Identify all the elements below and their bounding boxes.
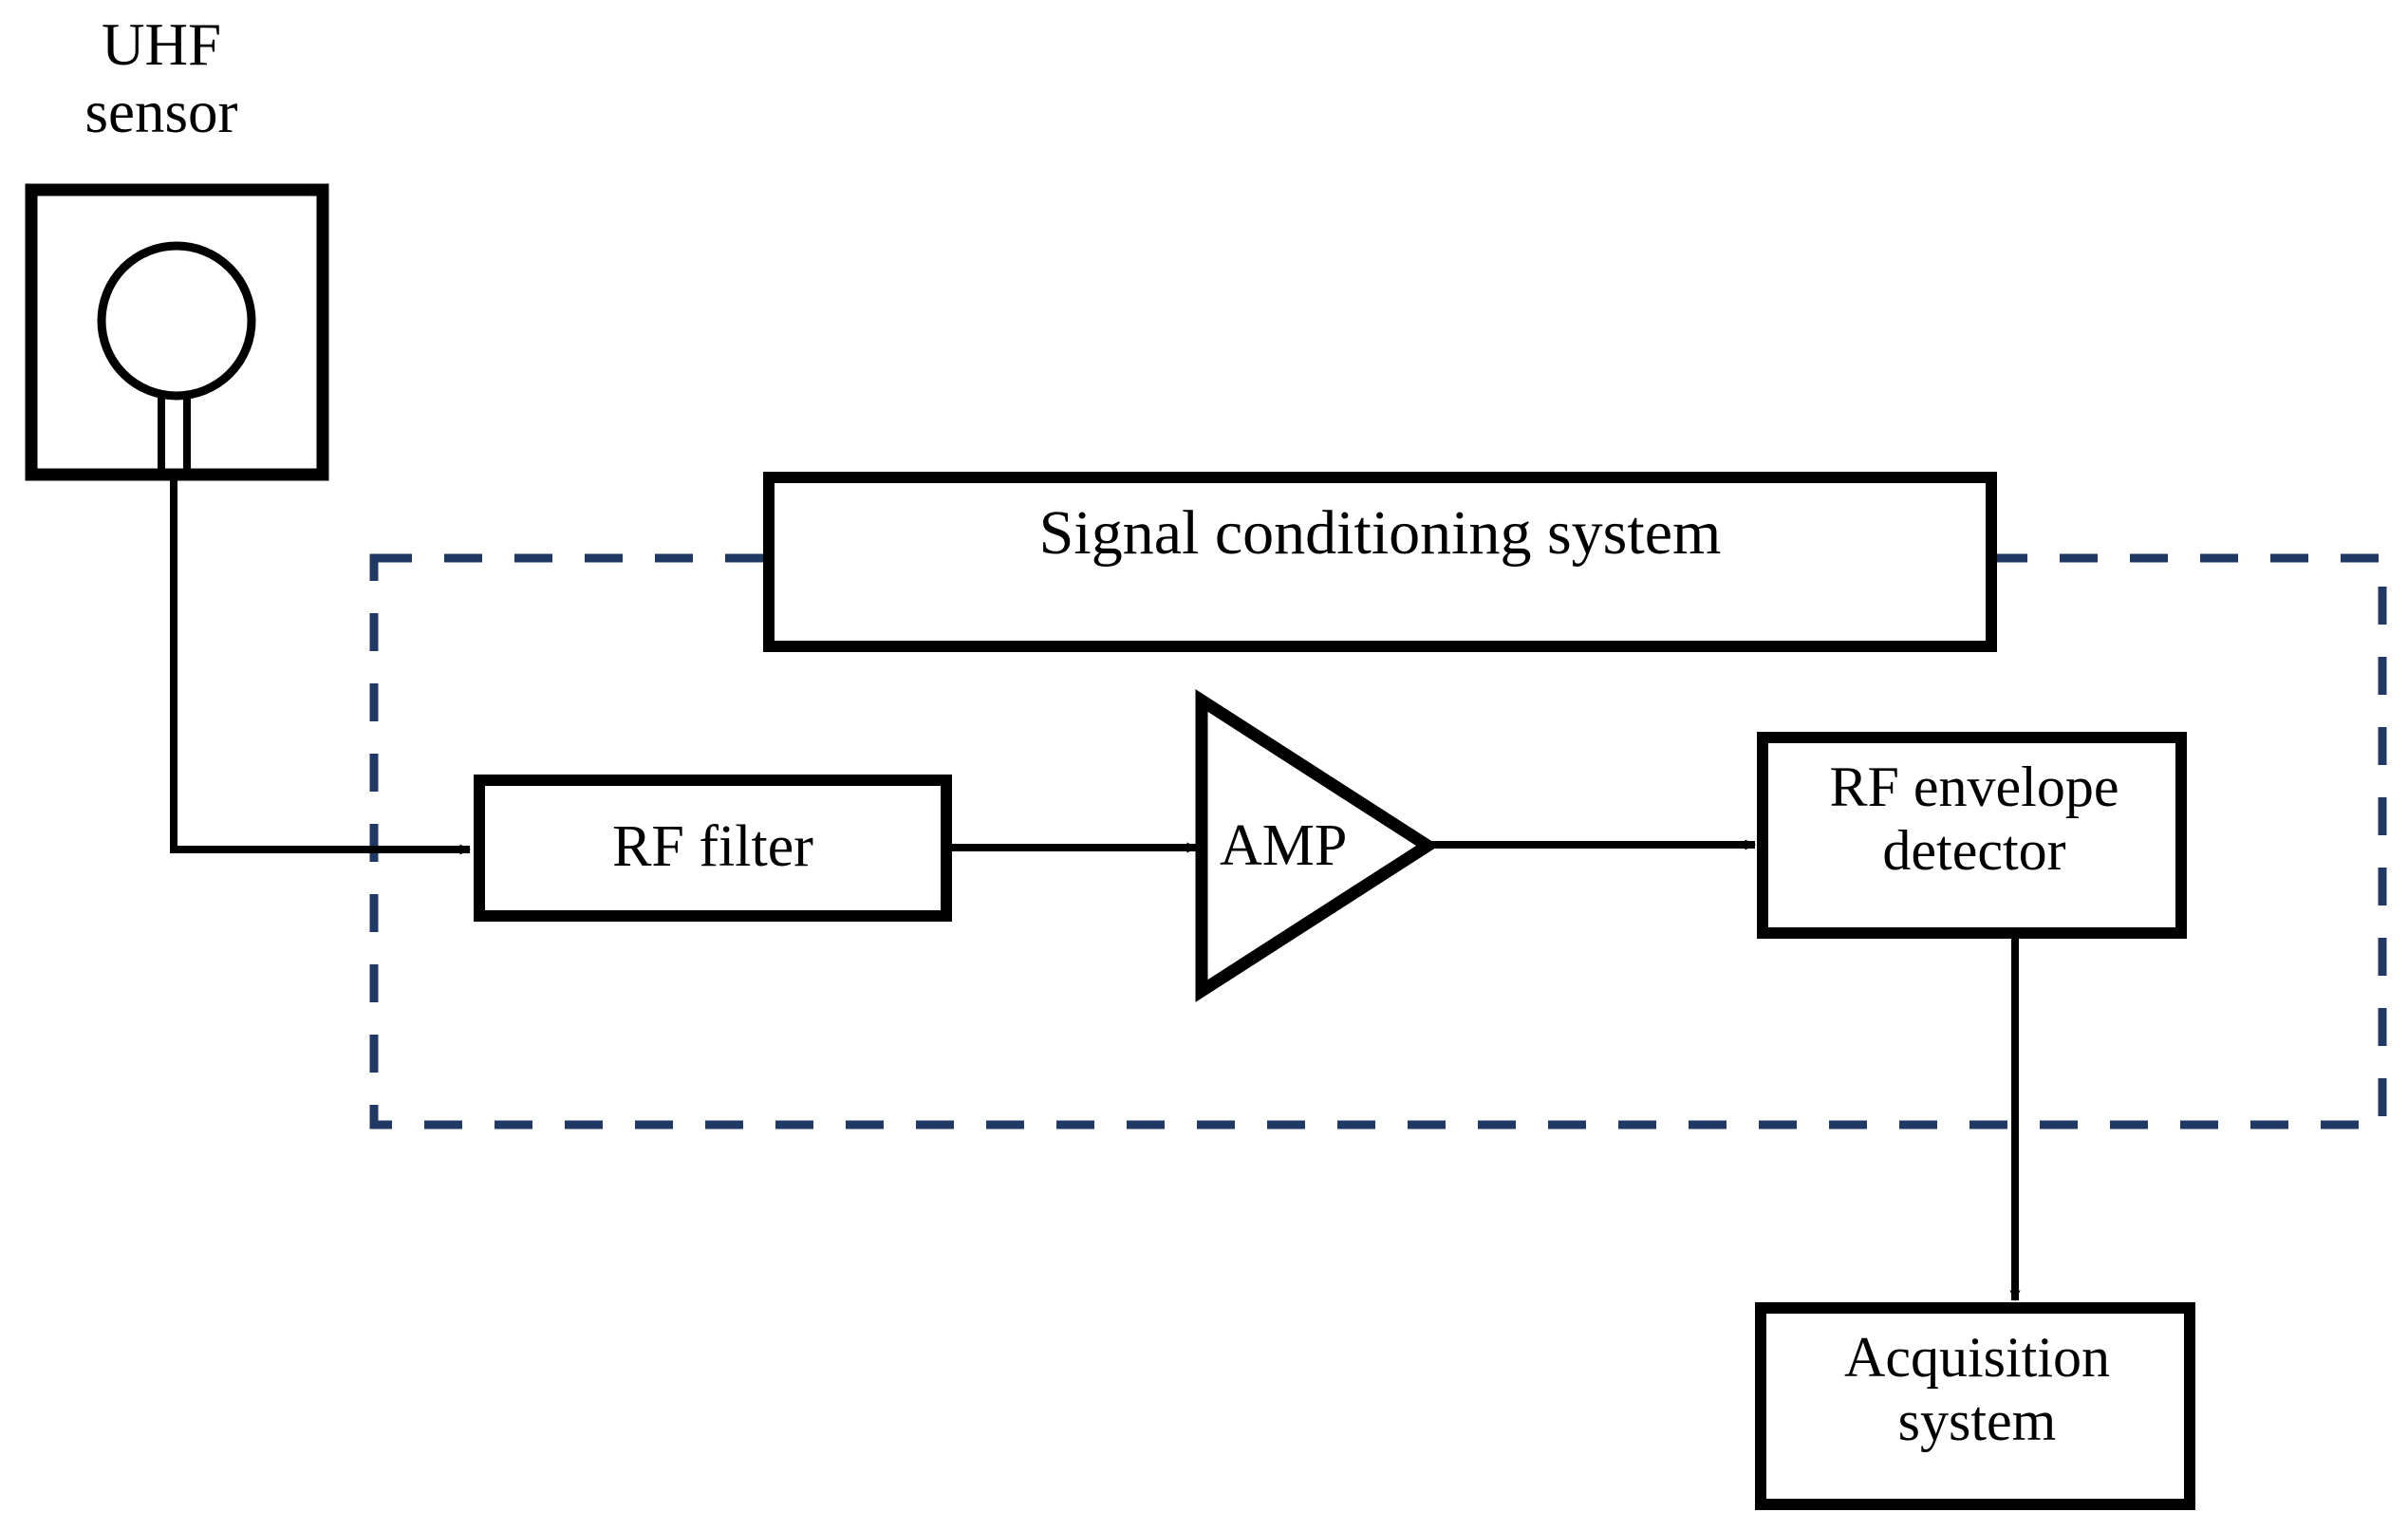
uhf-sensor-label: UHF sensor [84,11,238,145]
rf-envelope-detector-box[interactable] [1757,732,2187,939]
acquisition-system-box[interactable] [1755,1302,2195,1510]
edge-sensor-to-rf-filter [170,475,471,855]
signal-conditioning-label: Signal conditioning system [1038,498,1722,568]
signal-conditioning-box[interactable] [763,472,1997,652]
antenna-circle-icon [97,241,256,401]
amp-label: AMP [1220,813,1348,878]
rf-envelope-detector-label: RF envelope detector [1829,756,2119,883]
rf-filter-box[interactable] [474,775,952,922]
acquisition-system-label: Acquisition system [1844,1326,2110,1453]
amp-triangle[interactable] [1195,689,1440,1002]
rf-filter-label: RF filter [612,814,813,879]
